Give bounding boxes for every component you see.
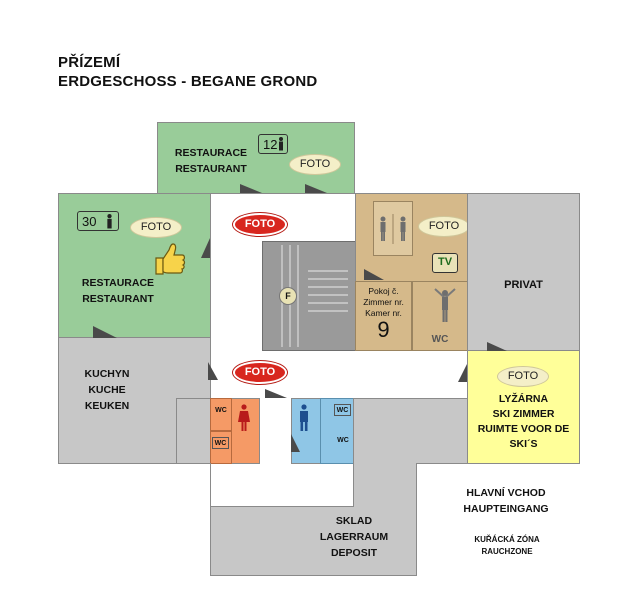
lift-label: F (285, 291, 291, 301)
capacity-badge-12: 12 (258, 134, 288, 154)
room-label-nl: Kamer nr. (365, 308, 402, 318)
room-number: 9 (377, 317, 390, 342)
restaurant-top-label: RESTAURACE RESTAURANT (166, 145, 256, 177)
photo-link-ski-room[interactable]: FOTO (497, 366, 549, 387)
room-number-label: Pokoj č. Zimmer nr. Kamer nr. (355, 286, 412, 319)
storage-label: SKLAD LAGERRAUM DEPOSIT (312, 513, 396, 561)
lift-and-stairs[interactable] (262, 241, 356, 351)
kitchen-label: KUCHYN KUCHE KEUKEN (68, 366, 146, 414)
smoking-zone-label-cz: KUŘÁCKÁ ZÓNA (474, 535, 540, 544)
ski-room-label-nl-2: SKI´S (509, 438, 538, 450)
main-entrance-label-de: HAUPTEINGANG (463, 503, 549, 515)
toilets-corridor-left (176, 398, 211, 464)
tv-label: TV (437, 256, 453, 268)
wc-label-women-1: WC (215, 407, 227, 414)
person-icon (107, 214, 112, 229)
wc-label-women-2: WC (212, 437, 229, 449)
person-icon (279, 137, 283, 151)
capacity-value: 30 (82, 214, 97, 229)
smoking-zone-label-de: RAUCHZONE (481, 547, 533, 556)
ski-room-label-cz: LYŽÁRNA (498, 393, 549, 405)
shower-person-icon (434, 288, 456, 322)
hall-outline (210, 463, 354, 507)
ski-room-label-nl: RUIMTE VOOR DE (477, 423, 570, 435)
restaurant-top-label-en: RESTAURANT (175, 163, 247, 175)
lift-icon: F (279, 287, 297, 305)
smoking-zone-label: KUŘÁCKÁ ZÓNA RAUCHZONE (457, 534, 557, 558)
floor-title-de-nl: ERDGESCHOSS - BEGANE GROND (58, 73, 318, 90)
toilets-women-cubicle (210, 398, 232, 431)
room-9-wc-label: WC (431, 334, 449, 345)
storage-label-nl: DEPOSIT (330, 547, 378, 559)
photo-link-hall-upper[interactable]: FOTO (233, 213, 287, 236)
ski-room-label-de: SKI ZIMMER (492, 408, 555, 420)
privat[interactable] (467, 193, 580, 351)
storage-label-de: LAGERRAUM (319, 531, 389, 543)
kitchen-label-cz: KUCHYN (84, 368, 130, 380)
photo-link-hall-lower[interactable]: FOTO (233, 361, 287, 384)
main-entrance-label-cz: HLAVNÍ VCHOD (466, 487, 546, 499)
wc-label-men-1: WC (334, 404, 351, 416)
thumbs-up-icon (155, 243, 186, 275)
stairs-icon (281, 245, 348, 347)
floor-title-cz: PŘÍZEMÍ (58, 54, 121, 71)
room-label-cz: Pokoj č. (368, 286, 399, 296)
restaurant-top-label-cz: RESTAURACE (174, 147, 248, 159)
restaurant-left-label: RESTAURACE RESTAURANT (72, 275, 164, 307)
main-entrance-label: HLAVNÍ VCHOD HAUPTEINGANG (453, 485, 559, 517)
capacity-value: 12 (263, 137, 278, 152)
room-9-info (355, 281, 412, 351)
storage-label-cz: SKLAD (335, 515, 373, 527)
photo-link-restaurant-top[interactable]: FOTO (289, 154, 341, 175)
room-label-de: Zimmer nr. (363, 297, 404, 307)
man-icon (300, 404, 308, 431)
kitchen-label-nl: KEUKEN (84, 400, 130, 412)
privat-label: PRIVAT (504, 279, 543, 291)
wc-label-men-2: WC (337, 437, 349, 444)
wardrobe-person-icons (380, 214, 406, 244)
kitchen-label-de: KUCHE (88, 384, 126, 396)
ski-room-label: LYŽÁRNA SKI ZIMMER RUIMTE VOOR DE SKI´S (467, 392, 580, 452)
tv-icon: TV (432, 253, 458, 273)
toilets-women-cubicle-2 (210, 431, 232, 464)
woman-icon (238, 404, 250, 431)
restaurant-left-label-cz: RESTAURACE (81, 277, 155, 289)
capacity-badge-30: 30 (77, 211, 119, 231)
photo-link-restaurant-left[interactable]: FOTO (130, 217, 182, 238)
restaurant-left-label-en: RESTAURANT (82, 293, 154, 305)
